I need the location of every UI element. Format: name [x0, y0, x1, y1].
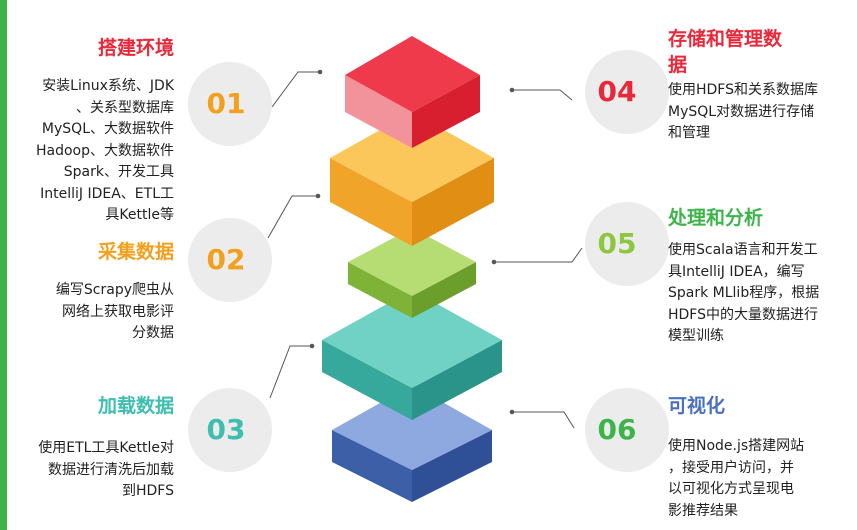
step-05-number: 05	[597, 227, 637, 260]
layer-orange-right	[412, 158, 494, 246]
step-04-title: 存储和管理数 据	[668, 26, 782, 78]
step-06-circle	[585, 388, 669, 472]
step-04-title-line1: 存储和管理数	[668, 28, 783, 50]
layer-orange	[330, 112, 494, 246]
step-04-circle	[585, 50, 669, 134]
connectors	[267, 69, 583, 429]
step-03-circle	[188, 388, 272, 472]
desc-line: 、关系型数据库	[76, 99, 174, 116]
desc-line: 使用Scala语言和开发工	[668, 242, 818, 258]
layer-orange-left	[330, 158, 412, 246]
desc-line: 影推荐结果	[668, 502, 738, 519]
desc-line: 模型训练	[668, 328, 724, 344]
layer-blue-top	[332, 385, 492, 470]
desc-line: 和管理	[668, 125, 710, 141]
layer-blue-left	[332, 430, 412, 502]
step-03-title: 加载数据	[97, 395, 174, 417]
layer-green	[348, 228, 476, 318]
step-04-title-line2: 据	[668, 54, 688, 76]
layer-green-left	[348, 262, 412, 318]
desc-line: MySQL对数据进行存储	[668, 103, 815, 120]
desc-line: 编写Scrapy爬虫从	[55, 282, 174, 298]
accent-bar	[0, 0, 7, 530]
desc-line: Spark、开发工具	[63, 164, 174, 180]
desc-line: HDFS中的大量数据进行	[668, 306, 819, 323]
desc-line: 使用Node.js搭建网站	[668, 438, 805, 454]
step-04-desc: 使用HDFS和关系数据库 MySQL对数据进行存储 和管理	[668, 80, 853, 145]
connector-01	[271, 71, 320, 108]
connector-02	[267, 195, 318, 239]
step-05-desc: 使用Scala语言和开发工 具IntelliJ IDEA，编写 Spark ML…	[668, 240, 853, 348]
layer-red-right	[412, 75, 480, 148]
layer-green-top	[348, 228, 476, 296]
step-01-title: 搭建环境	[97, 37, 174, 59]
desc-line: Hadoop、大数据软件	[35, 142, 174, 159]
step-05-title: 处理和分析	[668, 207, 764, 229]
desc-line: 具IntelliJ IDEA，编写	[668, 263, 805, 280]
layer-teal-right	[412, 340, 502, 420]
connector-06	[512, 411, 575, 429]
layer-blue	[332, 385, 492, 502]
layer-teal-top	[322, 290, 502, 388]
step-03-number: 03	[206, 413, 246, 446]
layer-green-right	[412, 262, 476, 318]
desc-line: 具Kettle等	[105, 207, 174, 223]
desc-line: IntelliJ IDEA、ETL工	[40, 185, 174, 202]
desc-line: 以可视化方式呈现电	[668, 481, 794, 497]
step-02-circle	[188, 218, 272, 302]
step-05-circle	[585, 202, 669, 286]
step-01-circle	[188, 62, 272, 146]
desc-line: MySQL、大数据软件	[41, 121, 174, 137]
connector-03	[269, 345, 312, 399]
step-02-title: 采集数据	[97, 241, 174, 263]
step-01-desc: 安装Linux系统、JDK 、关系型数据库 MySQL、大数据软件 Hadoop…	[4, 76, 174, 227]
step-06-title: 可视化	[668, 395, 726, 417]
connector-04	[512, 89, 573, 101]
desc-line: 数据进行清洗后加载	[48, 461, 174, 478]
layer-red	[345, 36, 480, 148]
desc-line: 使用ETL工具Kettle对	[38, 440, 174, 456]
desc-line: Spark MLlib程序，根据	[668, 285, 820, 301]
layer-teal-left	[322, 340, 412, 420]
layer-red-top	[345, 36, 480, 112]
step-06-number: 06	[597, 413, 637, 446]
layer-blue-right	[412, 430, 492, 502]
step-04-number: 04	[597, 75, 637, 108]
desc-line: 到HDFS	[121, 483, 174, 499]
desc-line: ，接受用户访问，并	[668, 459, 794, 476]
connector-05	[494, 247, 583, 263]
step-06-desc: 使用Node.js搭建网站 ，接受用户访问，并 以可视化方式呈现电 影推荐结果	[668, 436, 853, 522]
desc-line: 安装Linux系统、JDK	[42, 78, 174, 94]
layer-red-left	[345, 75, 412, 148]
desc-line: 分数据	[132, 325, 174, 341]
step-02-desc: 编写Scrapy爬虫从 网络上获取电影评 分数据	[4, 280, 174, 345]
desc-line: 网络上获取电影评	[62, 303, 174, 320]
layer-orange-top	[330, 112, 494, 202]
desc-line: 使用HDFS和关系数据库	[668, 82, 819, 98]
step-03-desc: 使用ETL工具Kettle对 数据进行清洗后加载 到HDFS	[4, 438, 174, 503]
step-01-number: 01	[206, 87, 246, 120]
layer-teal	[322, 290, 502, 420]
step-02-number: 02	[206, 243, 246, 276]
